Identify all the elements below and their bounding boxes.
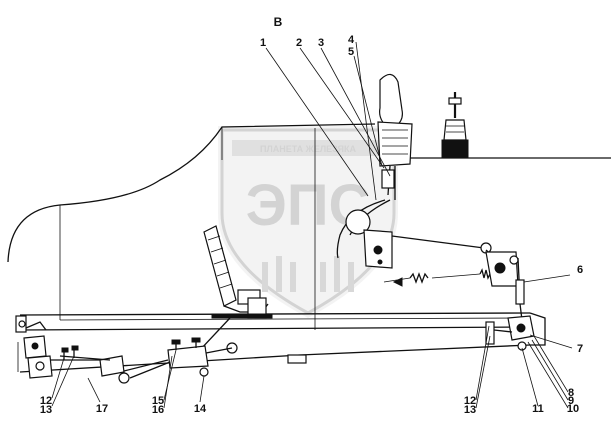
callout-12-left: 12 (40, 395, 52, 407)
cab-outline (7, 123, 611, 330)
callout-7: 7 (577, 343, 583, 355)
callout-3: 3 (318, 37, 324, 49)
right-linkage (485, 315, 535, 351)
callout-2: 2 (296, 37, 302, 49)
callout-12-right: 12 (464, 395, 476, 407)
callout-5: 5 (348, 46, 354, 58)
callout-4: 4 (348, 34, 355, 46)
pedal-assembly (179, 225, 273, 359)
callout-16: 16 (152, 404, 164, 416)
left-linkage (15, 315, 100, 379)
callout-13-right: 13 (464, 404, 476, 416)
view-label: В (274, 15, 283, 29)
callout-8: 8 (568, 387, 574, 399)
callout-10: 10 (567, 403, 579, 415)
callout-14: 14 (194, 403, 207, 415)
cable-linkage (336, 199, 525, 321)
callout-11: 11 (532, 403, 544, 415)
callout-15: 15 (152, 395, 164, 407)
callout-6: 6 (577, 264, 583, 276)
frame-rails (19, 312, 546, 373)
labels: В 1 2 3 4 5 6 7 8 9 10 11 12 13 14 15 16… (40, 15, 583, 416)
callout-1: 1 (260, 37, 266, 49)
watermark: ПЛАНЕТА ЖЕЛЕЗЯКА ЭПС (218, 126, 398, 318)
leader-lines (51, 41, 573, 409)
watermark-banner: ПЛАНЕТА ЖЕЛЕЗЯКА (260, 144, 357, 154)
control-lever-assembly (377, 73, 413, 200)
lower-linkage (59, 337, 209, 384)
callout-17: 17 (96, 403, 108, 415)
callout-9: 9 (568, 395, 574, 407)
rear-lever (441, 92, 469, 159)
callout-13-left: 13 (40, 404, 52, 416)
